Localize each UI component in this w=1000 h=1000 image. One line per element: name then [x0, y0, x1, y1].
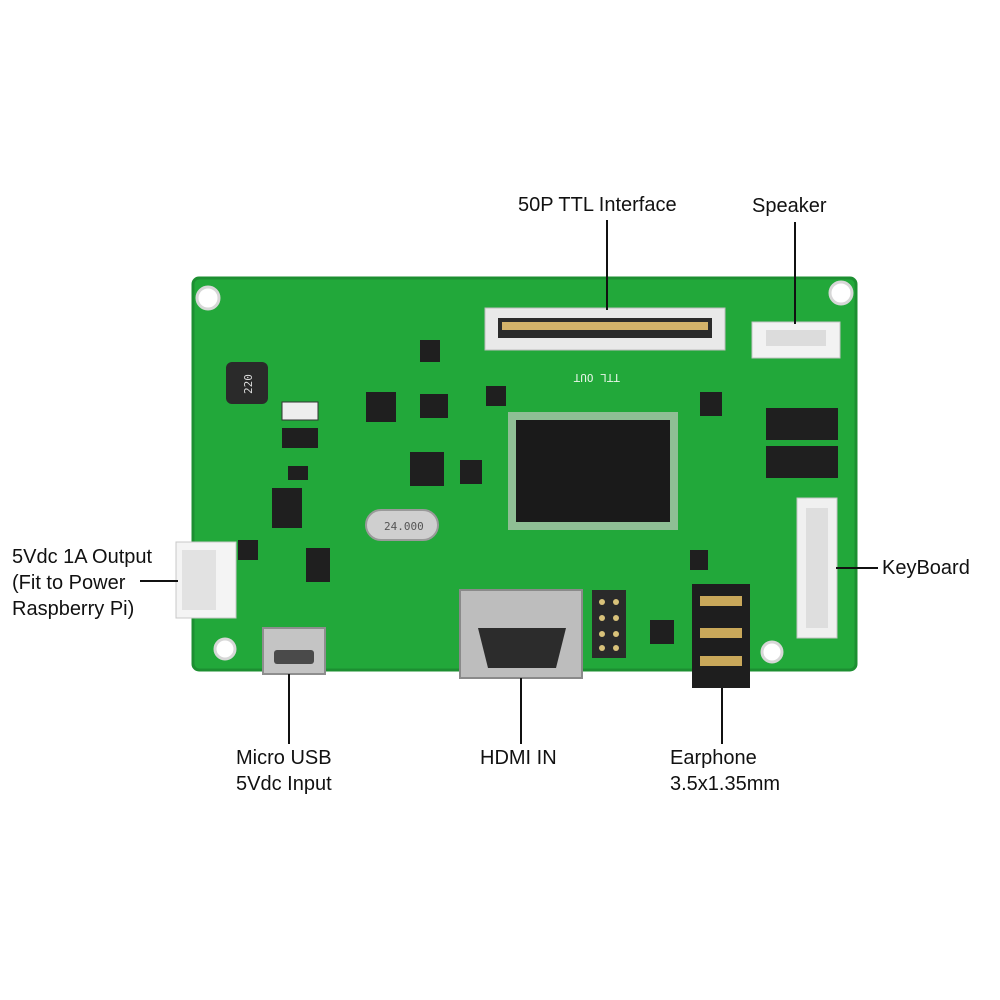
earphone-label-line1: Earphone: [670, 747, 757, 769]
micro-usb-label-line2: 5Vdc Input: [236, 773, 332, 795]
keyboard-connector: [796, 497, 838, 639]
power-output-label-line1: 5Vdc 1A Output: [12, 546, 153, 568]
main-chip: [508, 412, 678, 530]
ttl-fpc-connector: [484, 307, 726, 351]
ttl-interface-label: 50P TTL Interface: [518, 194, 677, 216]
keyboard-label: KeyBoard: [882, 557, 970, 579]
keyboard-leader-line: [836, 567, 878, 569]
earphone-jack: [692, 584, 750, 688]
earphone-label-line2: 3.5x1.35mm: [670, 773, 781, 795]
usb-leader-line: [288, 674, 290, 744]
power-output-label-line2: (Fit to Power: [12, 572, 126, 594]
hdmi-port: [459, 589, 583, 679]
power-output-connector: [175, 541, 237, 619]
hdmi-in-label: HDMI IN: [480, 747, 557, 769]
pin-header: [592, 590, 626, 658]
micro-usb-port: [262, 627, 326, 675]
smd-components: [238, 340, 722, 644]
earphone-label: Earphone 3.5x1.35mm: [670, 745, 780, 797]
small-chip: [282, 428, 318, 448]
mount-hole: [828, 280, 854, 306]
ttl-leader-line: [606, 220, 608, 310]
inductor: 220: [226, 362, 268, 404]
mount-hole: [195, 285, 221, 311]
hdmi-leader-line: [520, 678, 522, 744]
svg-text:24.000: 24.000: [384, 520, 424, 533]
small-chip: [410, 452, 444, 486]
small-chip: [306, 548, 330, 582]
speaker-label: Speaker: [752, 195, 827, 217]
small-chip: [272, 488, 302, 528]
crystal: 24.000: [365, 509, 439, 541]
amp-chip: [766, 408, 838, 440]
mount-hole: [213, 637, 237, 661]
output-leader-line: [140, 580, 178, 582]
power-output-label-line3: Raspberry Pi): [12, 598, 135, 620]
svg-text:220: 220: [242, 374, 255, 394]
earphone-leader-line: [721, 688, 723, 744]
amp-chip: [766, 446, 838, 478]
speaker-connector: [751, 321, 841, 359]
micro-usb-label: Micro USB 5Vdc Input: [236, 745, 332, 797]
power-output-label: 5Vdc 1A Output (Fit to Power Raspberry P…: [12, 544, 152, 622]
mount-hole: [760, 640, 784, 664]
small-chip: [366, 392, 396, 422]
ttl-out-silkscreen: TTL OUT: [573, 371, 620, 384]
small-chip: [281, 401, 319, 421]
speaker-leader-line: [794, 222, 796, 324]
micro-usb-label-line1: Micro USB: [236, 747, 332, 769]
